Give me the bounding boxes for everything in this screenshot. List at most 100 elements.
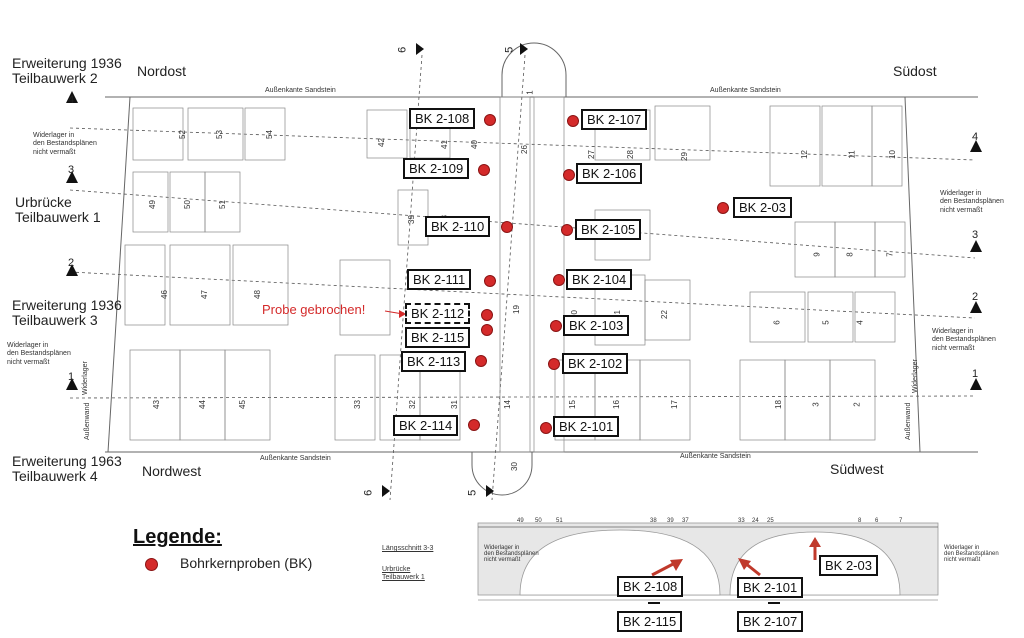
marker-left-4: 4 — [68, 94, 75, 106]
span-number: 25 — [767, 518, 774, 524]
pier-number: 49 — [147, 200, 157, 209]
edge-label-top-right: Außenkante Sandstein — [710, 87, 781, 94]
direction-nordost: Nordost — [137, 63, 187, 79]
sample-dot-bk2-114 — [468, 419, 480, 431]
marker-right-1: 1 — [972, 368, 979, 380]
widerlager-note-3: Widerlager in den Bestandsplänen nicht v… — [940, 190, 1004, 215]
section-label-bk2-108: BK 2-108 — [617, 576, 684, 597]
section-e1936-tb3: Erweiterung 1936 Teilbauwerk 3 — [12, 298, 122, 327]
pier-number: 5 — [821, 320, 831, 325]
pier-number: 28 — [625, 150, 635, 159]
sample-label-bk2-110: BK 2-110 — [425, 216, 491, 237]
pier-number: 50 — [182, 200, 192, 209]
widerlager-note-4: Widerlager in den Bestandsplänen nicht v… — [932, 328, 996, 353]
note-line: nicht vermaßt — [484, 557, 521, 563]
span-number: 38 — [650, 518, 657, 524]
note-line: den Bestandsplänen — [932, 336, 996, 344]
pier-number: 16 — [611, 400, 621, 409]
section-urbruecke: Urbrücke Teilbauwerk 1 — [15, 195, 101, 224]
note-line: den Bestandsplänen — [33, 140, 97, 148]
edge-label-side-left: Außenwand — [84, 402, 91, 440]
edge-label-bottom-right: Außenkante Sandstein — [680, 453, 751, 460]
broken-arrow — [384, 310, 406, 318]
sample-dot-bk2-105 — [561, 224, 573, 236]
pier-number: 7 — [885, 252, 895, 257]
pier-number: 4 — [855, 320, 865, 325]
sample-label-bk2-103: BK 2-103 — [563, 315, 630, 336]
pier-number: 29 — [679, 152, 689, 161]
sample-dot-bk2-104 — [553, 274, 565, 286]
sample-dot-bk2-03 — [717, 202, 729, 214]
section-subtitle: Teilbauwerk 1 — [15, 208, 101, 225]
marker-right-4: 4 — [972, 131, 979, 143]
pier-number: 47 — [199, 290, 209, 299]
note-line: nicht vermaßt — [33, 148, 76, 156]
pier-number: 9 — [812, 252, 822, 257]
pier-number: 54 — [264, 130, 274, 139]
span-number: 39 — [667, 518, 674, 524]
note-line: nicht vermaßt — [940, 206, 983, 214]
span-number: 50 — [535, 518, 542, 524]
pier-number: 2 — [852, 402, 862, 407]
marker-right-2: 2 — [972, 291, 979, 303]
marker-left-2: 2 — [68, 257, 75, 269]
span-number: 6 — [875, 518, 879, 524]
sample-dot-bk2-112 — [481, 309, 493, 321]
edge-label-top-left: Außenkante Sandstein — [265, 87, 336, 94]
direction-nordwest: Nordwest — [142, 463, 202, 479]
note-line: nicht vermaßt — [944, 557, 981, 563]
span-number: 51 — [556, 518, 563, 524]
marker-right-3: 3 — [972, 229, 979, 241]
pier-number: 45 — [237, 400, 247, 409]
sample-label-bk2-112: BK 2-112 — [405, 303, 471, 324]
section-label-bk2-101: BK 2-101 — [737, 577, 804, 598]
section-label-bk2-115: BK 2-115 — [617, 611, 683, 632]
pier-number: 8 — [845, 252, 855, 257]
sample-dot-bk2-103 — [550, 320, 562, 332]
pier-number: 40 — [469, 140, 479, 149]
pier-number: 10 — [887, 150, 897, 159]
note-line: nicht vermaßt — [7, 358, 50, 366]
note-line: Widerlager in — [484, 545, 520, 551]
pier-number: 12 — [799, 150, 809, 159]
sample-label-bk2-105: BK 2-105 — [575, 219, 642, 240]
pier-number: 30 — [509, 462, 519, 471]
edge-label-bottom-left: Außenkante Sandstein — [260, 455, 331, 462]
edge-label-side-right: Außenwand — [905, 402, 912, 440]
span-number: 33 — [738, 518, 745, 524]
sample-label-bk2-111: BK 2-111 — [407, 269, 472, 290]
marker-left-3: 3 — [68, 164, 75, 176]
section-title: Erweiterung 1963 — [12, 453, 122, 469]
section-e1963-tb4: Erweiterung 1963 Teilbauwerk 4 — [12, 454, 122, 483]
pier-number: 53 — [214, 130, 224, 139]
legend-dot — [145, 558, 158, 571]
sample-dot-bk2-108 — [484, 114, 496, 126]
pier-number: 22 — [659, 310, 669, 319]
note-line: Widerlager in — [932, 328, 974, 335]
sample-label-bk2-115: BK 2-115 — [405, 327, 471, 348]
section-widerlager-left: Widerlager in den Bestandsplänen nicht v… — [484, 545, 539, 563]
section-subtitle: Teilbauwerk 3 — [12, 311, 98, 328]
marker-top-6: 6 — [396, 46, 409, 53]
section-markers — [66, 43, 982, 497]
note-line: Widerlager in — [33, 132, 75, 139]
direction-suedwest: Südwest — [830, 461, 884, 477]
sample-dot-bk2-106 — [563, 169, 575, 181]
note-line: den Bestandsplänen — [7, 350, 71, 358]
section-widerlager-right: Widerlager in den Bestandsplänen nicht v… — [944, 545, 999, 563]
section-subtitle: Teilbauwerk 4 — [12, 467, 98, 484]
span-number: 8 — [858, 518, 862, 524]
section-view-title: Längsschnitt 3-3 — [382, 545, 434, 552]
pier-number: 11 — [847, 150, 857, 159]
marker-left-1: 1 — [68, 371, 75, 383]
sample-dot-bk2-111 — [484, 275, 496, 287]
pier-number: 39 — [406, 215, 416, 224]
sample-dot-bk2-107 — [567, 115, 579, 127]
sample-label-bk2-106: BK 2-106 — [576, 163, 643, 184]
span-number: 49 — [517, 518, 524, 524]
marker-bottom-5: 5 — [466, 489, 479, 496]
note-line: den Bestandsplänen — [944, 551, 999, 557]
marker-top-5: 5 — [503, 46, 516, 53]
widerlager-note-2: Widerlager in den Bestandsplänen nicht v… — [7, 342, 71, 367]
